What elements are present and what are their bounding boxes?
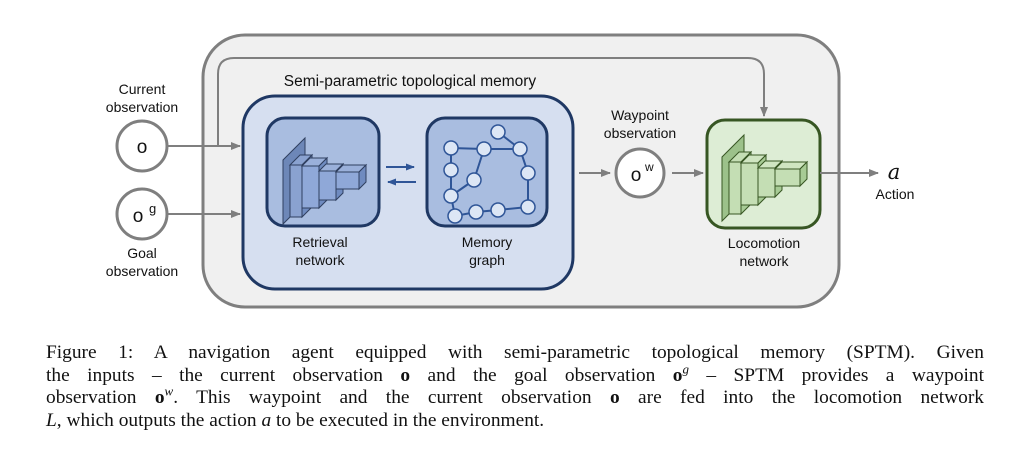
graph-nodes <box>443 124 536 224</box>
math-o: o <box>154 387 165 408</box>
memory-graph-label-2: graph <box>469 252 505 268</box>
math-o: o <box>400 364 411 386</box>
caption-text: – SPTM provides a waypoint <box>688 364 985 386</box>
current-observation-label-2: observation <box>106 99 178 115</box>
sptm-title: Semi-parametric topological memory <box>284 73 537 90</box>
goal-observation-superscript: g <box>149 201 156 216</box>
action-label: Action <box>876 186 915 202</box>
skip-connection-arrow <box>217 57 768 146</box>
waypoint-label-1: Waypoint <box>611 107 669 123</box>
caption-line-4: L, which outputs the action a to be exec… <box>46 410 984 433</box>
math-superscript-w: w <box>164 383 174 399</box>
figure-caption: Figure 1: A navigation agent equipped wi… <box>46 342 984 432</box>
caption-line-2: the inputs – the current observation o a… <box>46 362 985 388</box>
sptm-diagram: o Current observation o g Goal observati… <box>106 33 915 309</box>
retrieval-network-label-1: Retrieval <box>292 234 347 250</box>
waypoint-superscript: w <box>644 160 654 174</box>
goal-observation-symbol: o <box>133 206 144 227</box>
locomotion-network-label-2: network <box>739 253 789 269</box>
waypoint-observation-node <box>614 147 666 199</box>
caption-text: observation <box>46 387 155 408</box>
current-observation-label-1: Current <box>119 81 166 97</box>
caption-text: , which outputs the action <box>56 409 262 431</box>
cnn-icon-locomotion <box>721 133 809 223</box>
caption-text: the inputs – the current observation <box>46 364 401 386</box>
math-superscript-g: g <box>682 361 689 377</box>
math-o: o <box>672 364 683 386</box>
locomotion-network-label-1: Locomotion <box>728 235 800 251</box>
caption-text: . This waypoint and the current observat… <box>173 387 610 408</box>
math-o: o <box>609 387 620 408</box>
math-L: L <box>46 409 57 431</box>
math-a: a <box>261 409 272 431</box>
goal-observation-label-2: observation <box>106 263 178 279</box>
caption-line-3: observation ow. This waypoint and the cu… <box>46 383 984 410</box>
current-observation-symbol: o <box>137 137 148 158</box>
caption-text: to be executed in the environment. <box>271 409 545 431</box>
waypoint-symbol: o <box>631 165 642 186</box>
caption-line-1: Figure 1: A navigation agent equipped wi… <box>46 342 984 365</box>
retrieval-network-label-2: network <box>295 252 345 268</box>
goal-observation-label-1: Goal <box>127 245 157 261</box>
caption-text: and the goal observation <box>410 364 673 386</box>
caption-text: are fed into the locomotion network <box>619 387 984 408</box>
memory-graph-label-1: Memory <box>462 234 513 250</box>
caption-text: Figure 1: A navigation agent equipped wi… <box>46 342 984 363</box>
action-symbol: a <box>888 160 901 184</box>
cnn-icon-retrieval <box>282 136 368 226</box>
goal-o: o <box>133 206 144 227</box>
waypoint-label-2: observation <box>604 125 676 141</box>
